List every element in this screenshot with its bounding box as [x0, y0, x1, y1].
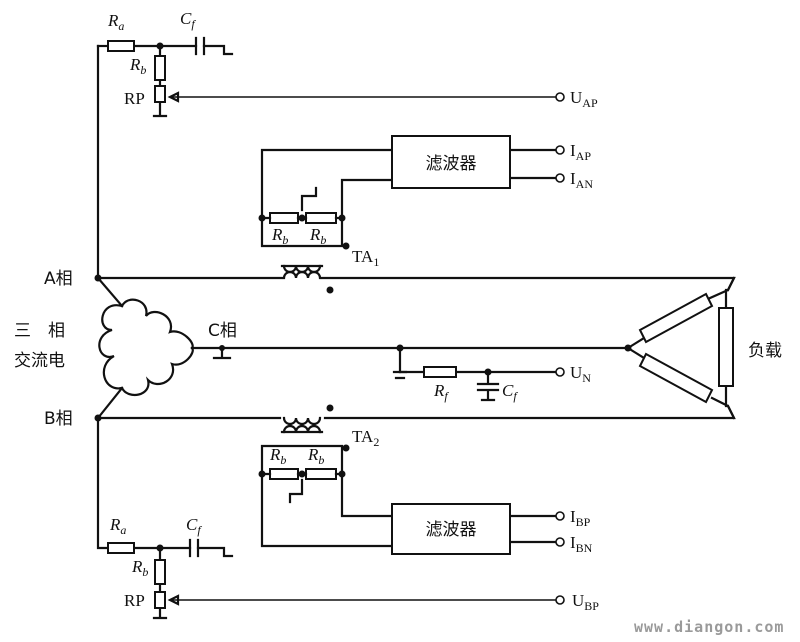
resistor-ra-top: [107, 40, 135, 52]
potentiometer-rp-top: [154, 85, 166, 103]
resistor-rb-ta1-left: [269, 212, 299, 224]
label-ta1: TA1: [352, 247, 379, 269]
transformer-ta1-secondary: [282, 264, 322, 274]
label-phase-c: C相: [208, 321, 237, 341]
terminal-ibp: [555, 511, 565, 521]
label-ibn: IBN: [570, 533, 593, 555]
label-cf-bottom: Cf: [186, 515, 202, 537]
resistors: [107, 40, 457, 609]
label-source-line1: 三 相: [14, 321, 65, 341]
resistor-rb-ta2-left: [269, 468, 299, 480]
label-rp-top: RP: [124, 89, 145, 108]
resistor-rb-bottom: [154, 559, 166, 585]
capacitor-cf-bottom: [188, 538, 200, 558]
load-resistor-lower: [638, 352, 714, 404]
junction-dots: [94, 42, 632, 552]
capacitor-cf-top: [194, 36, 206, 56]
filter-boxes: [391, 135, 511, 555]
source-coil-top: [120, 298, 194, 350]
label-rb-ta2-left: Rb: [269, 445, 286, 467]
output-terminals: [555, 92, 565, 605]
label-rb-top: Rb: [129, 55, 146, 77]
label-ibp: IBP: [570, 507, 591, 529]
wiper-arrows: [167, 91, 180, 606]
resistor-ra-bottom: [107, 542, 135, 554]
potentiometer-rp-bottom: [154, 591, 166, 609]
filter-box-top: [391, 135, 511, 189]
label-ubp: UBP: [572, 591, 599, 613]
source-coil-left: [98, 304, 124, 390]
terminal-ibn: [555, 537, 565, 547]
transformer-ta2-secondary: [282, 424, 322, 434]
label-rb-ta2-right: Rb: [307, 445, 324, 467]
transformers: [282, 264, 322, 434]
label-source-line2: 交流电: [14, 351, 65, 371]
source-coils: [98, 298, 194, 397]
labels: Ra Cf Rb RP UAP 滤波器 IAP IAN Rb Rb TA1 A相…: [14, 9, 784, 636]
filter-box-bottom: [391, 503, 511, 555]
filter-top-label: 滤波器: [426, 154, 477, 174]
label-rb-ta1-left: Rb: [271, 225, 288, 247]
terminal-uap: [555, 92, 565, 102]
label-ian: IAN: [570, 169, 593, 191]
label-iap: IAP: [570, 141, 591, 163]
label-rp-bottom: RP: [124, 591, 145, 610]
label-rb-ta1-right: Rb: [309, 225, 326, 247]
label-rf: Rf: [433, 381, 449, 403]
terminal-un: [555, 367, 565, 377]
label-phase-b: B相: [44, 409, 73, 429]
label-uap: UAP: [570, 88, 598, 110]
label-un: UN: [570, 363, 591, 385]
resistor-rb-ta1-right: [305, 212, 337, 224]
label-ra-top: Ra: [107, 11, 124, 33]
transformer-ta2-primary: [282, 416, 322, 426]
load-resistors: [638, 292, 734, 404]
resistor-rb-ta2-right: [305, 468, 337, 480]
label-phase-a: A相: [44, 269, 73, 289]
label-cf-mid: Cf: [502, 381, 518, 403]
terminal-iap: [555, 145, 565, 155]
watermark: www.diangon.com: [634, 618, 784, 636]
source-coil-bottom: [120, 346, 194, 397]
wires: [96, 44, 736, 620]
label-cf-top: Cf: [180, 9, 196, 31]
terminal-ubp: [555, 595, 565, 605]
label-ta2: TA2: [352, 427, 379, 449]
filter-bottom-label: 滤波器: [426, 520, 477, 540]
capacitors: [188, 36, 206, 558]
resistor-rb-top: [154, 55, 166, 81]
load-resistor-right: [718, 307, 734, 387]
load-resistor-upper: [638, 292, 714, 344]
label-rb-bottom: Rb: [131, 557, 148, 579]
resistor-rf: [423, 366, 457, 378]
label-ra-bottom: Ra: [109, 515, 126, 537]
terminal-ian: [555, 173, 565, 183]
label-load: 负载: [748, 341, 782, 361]
